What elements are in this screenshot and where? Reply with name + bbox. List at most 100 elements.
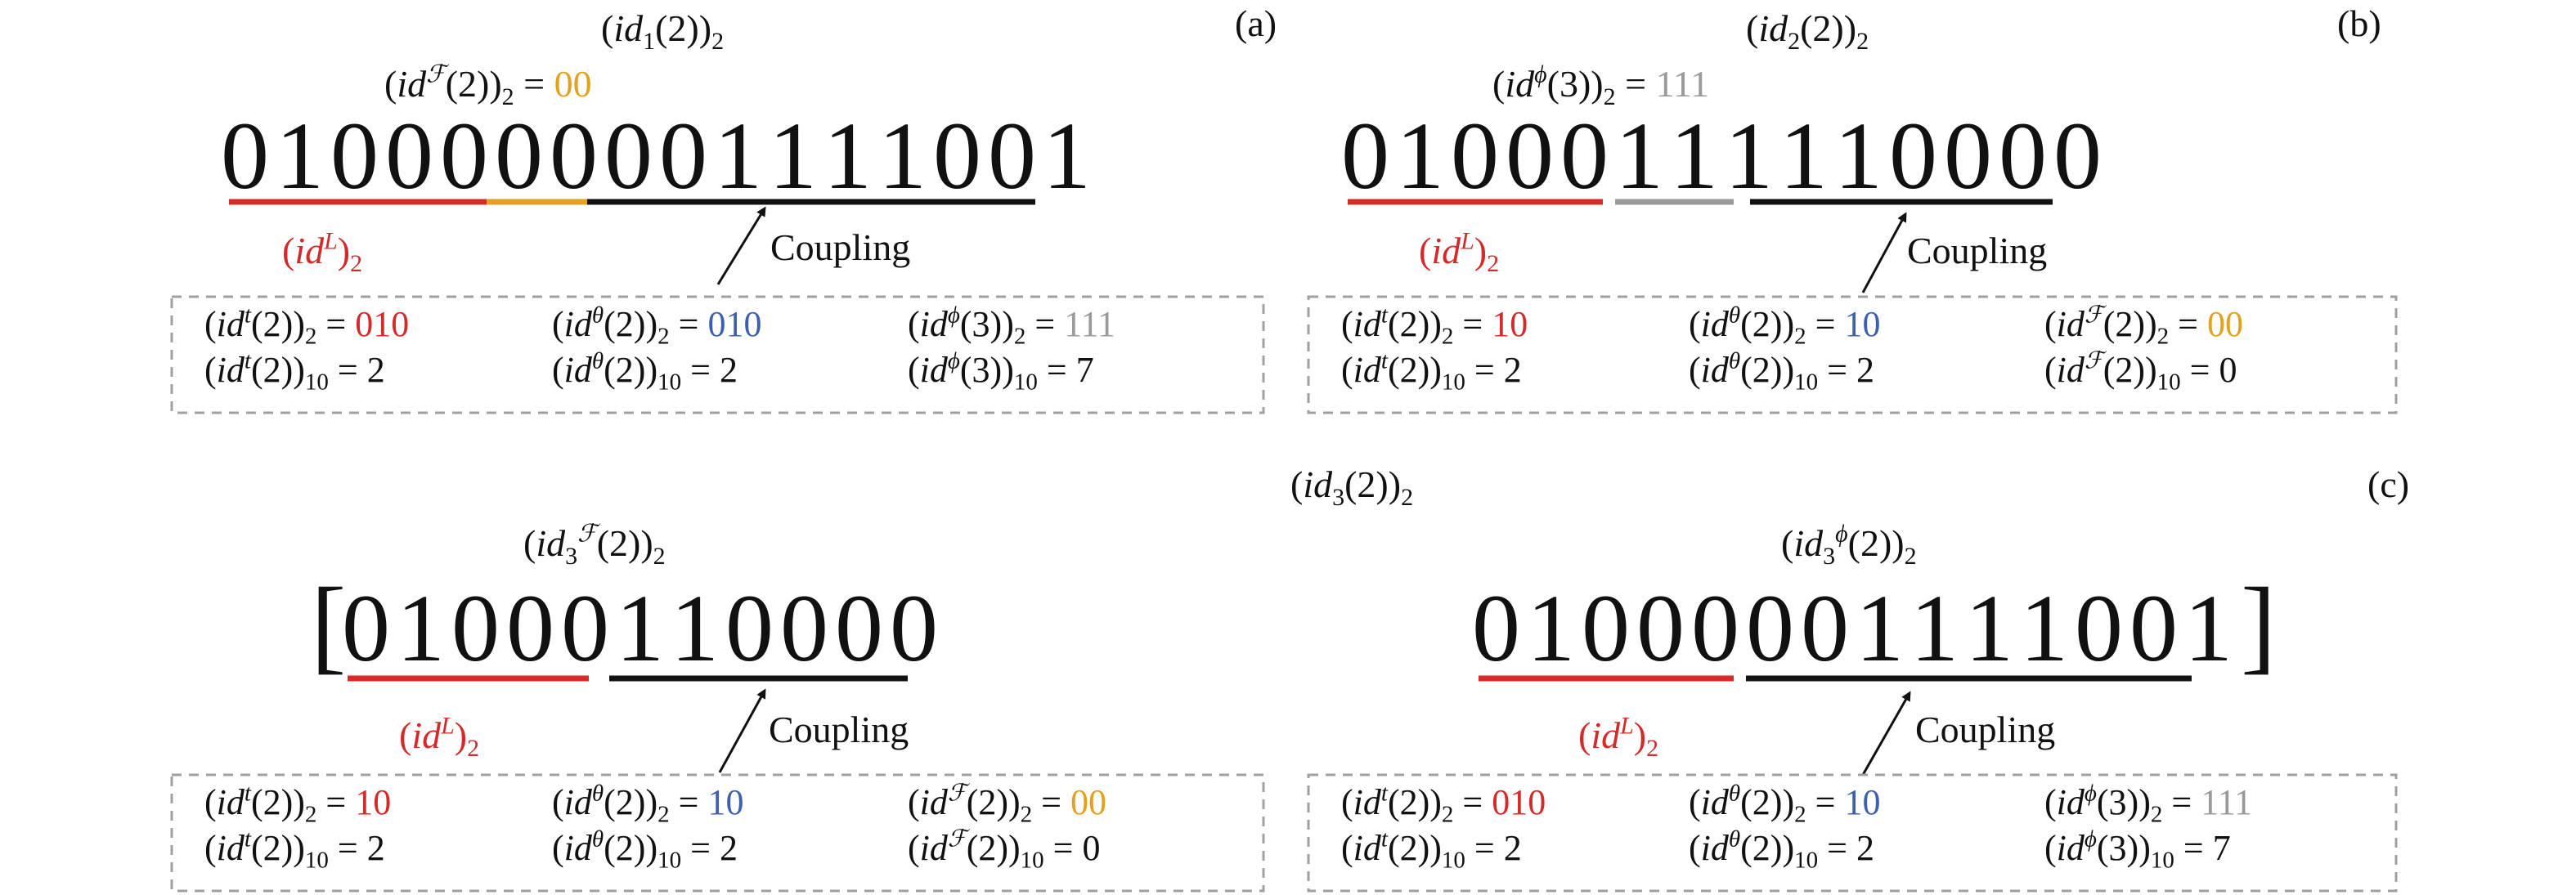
index-entry: (idt(2))10 = 2 (204, 347, 385, 395)
bit-digit: 1 (1725, 102, 1773, 209)
index-entry: (idℱ(2))10 = 0 (2044, 347, 2237, 395)
bit-digit: 0 (1801, 575, 1849, 682)
bit-digit: 0 (988, 102, 1036, 209)
index-entry: (idℱ(2))2 = 00 (2044, 302, 2243, 349)
index-table: (idt(2))2 = 010 (idθ(2))2 = 10 (idϕ(3))2 =… (1341, 780, 2252, 873)
bit-digit: 1 (616, 575, 664, 682)
bit-digit: 0 (933, 102, 981, 209)
leaf-id-label: (idL)2 (399, 713, 479, 763)
bit-digit: 1 (769, 102, 817, 209)
bit-digit: 0 (725, 575, 774, 682)
bit-digit: 0 (2075, 575, 2123, 682)
bit-digit: 0 (1944, 102, 1992, 209)
bit-digit: 0 (604, 102, 653, 209)
index-entry: (idϕ(3))10 = 7 (908, 347, 1094, 395)
index-table: (idt(2))2 = 010 (idθ(2))2 = 010 (idϕ(3))2 … (204, 302, 1115, 395)
bit-digit: 0 (2129, 575, 2178, 682)
bit-digit: 0 (659, 102, 707, 209)
panel-title: (id2(2))2 (1746, 7, 1869, 55)
bit-digit: 0 (1341, 102, 1389, 209)
leaf-id-label: (idL)2 (1578, 713, 1658, 763)
bit-digit: 0 (330, 102, 379, 209)
index-entry: (idt(2))2 = 10 (1341, 302, 1528, 349)
bit-digit: 0 (440, 102, 488, 209)
panel-title: (id1(2))2 (601, 7, 724, 55)
index-table-box (170, 773, 1265, 893)
bit-digit: 0 (1636, 575, 1685, 682)
panel-tag: (a) (1235, 2, 1277, 44)
bit-digit: 0 (385, 102, 433, 209)
index-entry: (idθ(2))2 = 10 (1689, 302, 1880, 349)
index-entry: (idθ(2))10 = 2 (1689, 347, 1874, 395)
bit-digit: 0 (506, 575, 554, 682)
leaf-id-label: (idL)2 (282, 228, 362, 278)
index-entry: (idθ(2))10 = 2 (552, 826, 738, 873)
bit-digit: 0 (780, 575, 828, 682)
bit-digit: 1 (2184, 575, 2233, 682)
index-table-box (170, 295, 1265, 414)
index-entry: (idt(2))10 = 2 (1341, 826, 1522, 873)
bit-digit: 1 (1615, 102, 1663, 209)
coupling-arrow (718, 688, 766, 773)
bit-digit: 1 (1965, 575, 2013, 682)
panel-title: (id3(2))2 (1290, 463, 1413, 511)
bit-digit: 0 (495, 102, 543, 209)
index-entry: (idt(2))2 = 010 (204, 302, 409, 349)
index-entry: (idθ(2))10 = 2 (552, 347, 738, 395)
coupling-arrow (1861, 212, 1907, 293)
bit-digit: 1 (1396, 102, 1444, 209)
coupling-label: Coupling (769, 709, 909, 750)
bit-digit: 0 (1999, 102, 2047, 209)
bit-digit: 0 (451, 575, 500, 682)
segment-label: (idℱ(2))2 = 00 (384, 61, 592, 111)
open-bracket: [ (311, 566, 346, 684)
bit-digit: 1 (671, 575, 719, 682)
bit-digit: 1 (878, 102, 927, 209)
coupling-arrow (716, 206, 766, 285)
coupling-arrow (1861, 691, 1911, 776)
index-entry: (idt(2))10 = 2 (1341, 347, 1522, 395)
bit-digit: 1 (1670, 102, 1718, 209)
panel-tag: (c) (2367, 463, 2409, 505)
bit-digit: 0 (561, 575, 609, 682)
index-entry: (idθ(2))2 = 10 (1689, 780, 1880, 827)
bit-digit: 0 (2053, 102, 2102, 209)
index-entry: (idt(2))2 = 010 (1341, 780, 1546, 827)
coupling-label: Coupling (1915, 709, 2055, 750)
index-table: (idt(2))2 = 10 (idθ(2))2 = 10 (idℱ(2))2 = … (1341, 302, 2243, 395)
bit-digit: 0 (1451, 102, 1499, 209)
index-entry: (idϕ(3))2 = 111 (2044, 780, 2252, 827)
index-entry: (idt(2))2 = 10 (204, 780, 391, 827)
coupling-label: Coupling (770, 226, 910, 268)
bit-digit: 1 (397, 575, 445, 682)
bit-digit: 0 (1506, 102, 1554, 209)
bit-digit: 1 (1527, 575, 1575, 682)
bit-digit: 1 (1043, 102, 1091, 209)
bit-digit: 0 (1889, 102, 1937, 209)
index-entry: (idℱ(2))2 = 00 (908, 780, 1106, 827)
bit-digit: 1 (824, 102, 872, 209)
bit-digit: 1 (2020, 575, 2068, 682)
bit-digit: 0 (1472, 575, 1520, 682)
bit-digit: 0 (1691, 575, 1739, 682)
bit-digit: 0 (221, 102, 269, 209)
bit-digit: 0 (890, 575, 938, 682)
index-entry: (idθ(2))2 = 010 (552, 302, 761, 349)
index-entry: (idϕ(3))2 = 111 (908, 302, 1115, 349)
bit-digit: 0 (1560, 102, 1609, 209)
bit-digit: 1 (714, 102, 762, 209)
bit-digit: 0 (835, 575, 883, 682)
bit-digit: 0 (342, 575, 390, 682)
index-entry: (idℱ(2))10 = 0 (908, 826, 1101, 873)
bit-digit: 1 (1834, 102, 1883, 209)
bit-digit: 1 (276, 102, 324, 209)
index-entry: (idθ(2))2 = 10 (552, 780, 743, 827)
